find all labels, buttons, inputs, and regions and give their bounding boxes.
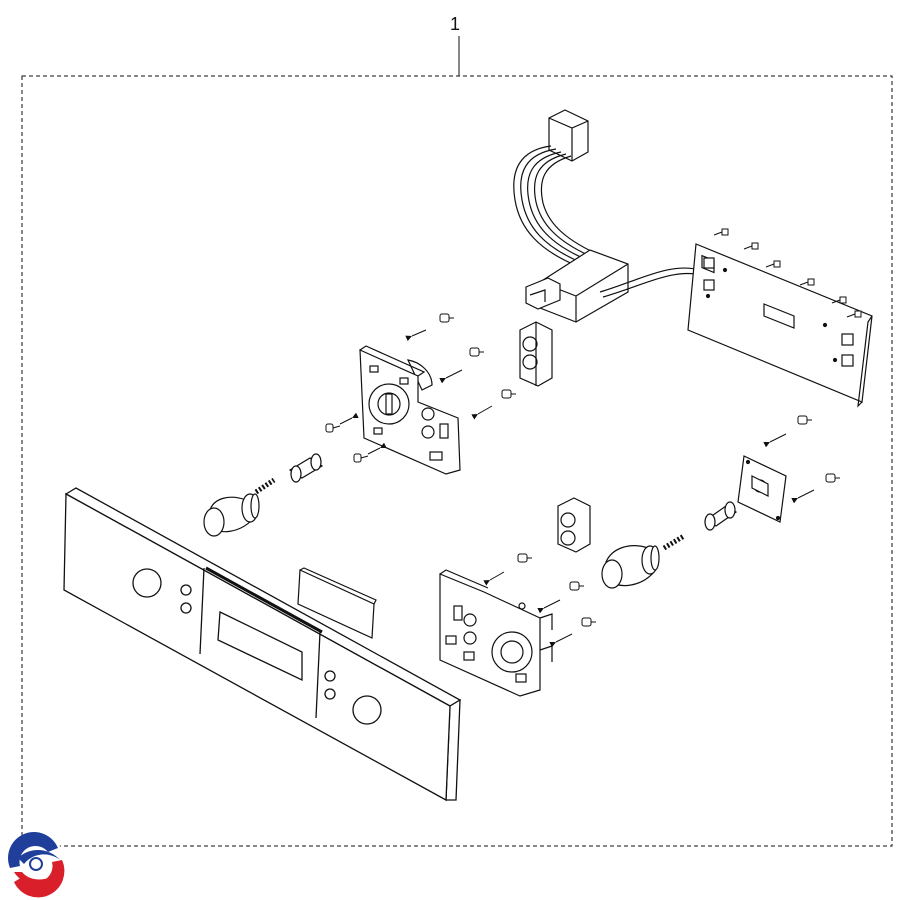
- lower-right-screws: [797, 415, 840, 483]
- switch-module-lower: [557, 497, 591, 553]
- lower-screws: [517, 553, 596, 627]
- selector-switch-plate: [737, 455, 787, 523]
- callout-label-1: 1: [450, 14, 461, 34]
- wiring-harness: [513, 109, 703, 323]
- control-circuit-board: [687, 243, 873, 408]
- assembly-arrows-right: [763, 433, 815, 504]
- knob-assembly-right: [601, 501, 738, 589]
- assembly-arrows-upper: [339, 329, 493, 455]
- display-window: [297, 567, 377, 639]
- assembly-arrows-lower: [483, 571, 573, 648]
- pcb-screws: [713, 228, 862, 318]
- switch-bracket-lower: [439, 569, 553, 697]
- assembly-boundary: [21, 36, 893, 847]
- upper-screws: [325, 313, 516, 463]
- front-control-panel: [63, 487, 462, 802]
- knob-assembly-left: [203, 453, 324, 537]
- switch-bracket-upper: [359, 345, 461, 475]
- switch-module-upper: [519, 321, 553, 387]
- brand-logo-icon: [6, 832, 66, 898]
